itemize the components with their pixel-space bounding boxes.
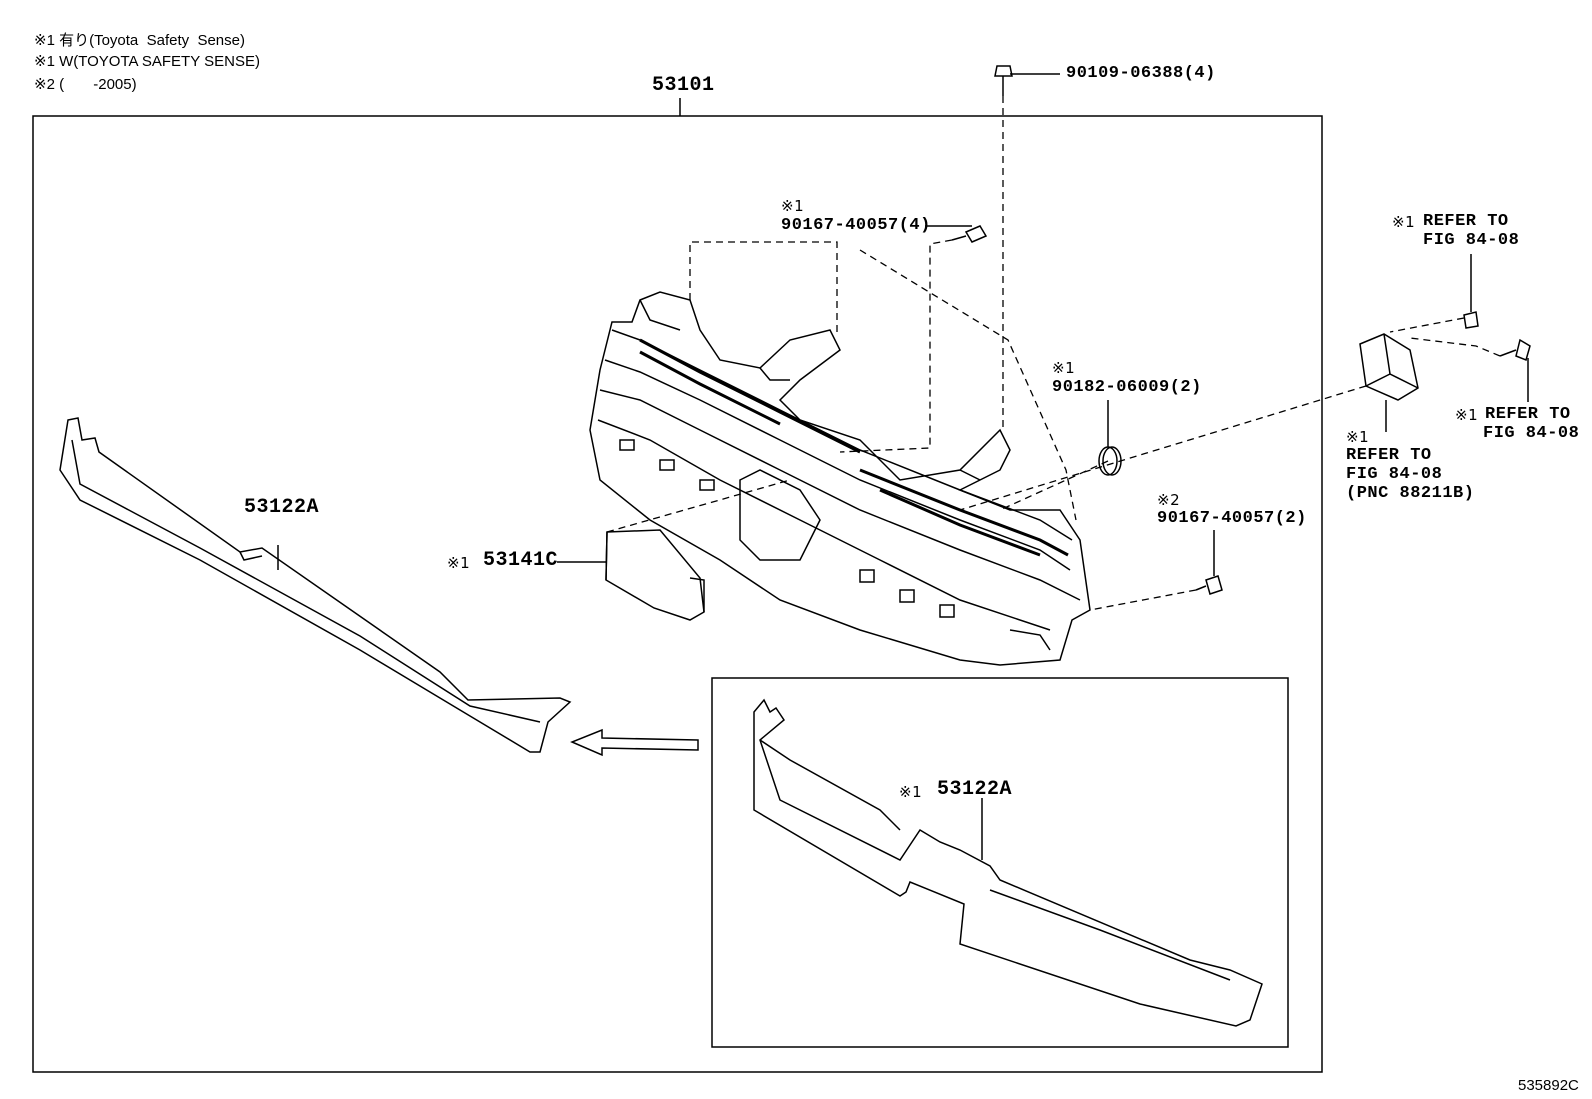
refer-right-mark: ※1: [1455, 406, 1479, 424]
refer-right-line2: FIG 84-08: [1483, 424, 1580, 443]
part-mark-screw-upper: ※1: [781, 197, 805, 215]
inset-arrow: [570, 728, 699, 757]
note-year-range: ※2 ( -2005): [34, 76, 137, 93]
refer-top-mark: ※1: [1392, 213, 1416, 231]
part-label-53101: 53101: [652, 74, 715, 97]
note-safety-sense-en: ※1 W(TOYOTA SAFETY SENSE): [34, 53, 260, 70]
part-label-clip: 90182-06009(2): [1052, 378, 1202, 397]
refer-sensor-line2: FIG 84-08: [1346, 465, 1443, 484]
molding-main-shape: [59, 417, 572, 753]
inset-frame: [711, 677, 1289, 1048]
screw-lower-shape: [1195, 530, 1223, 595]
part-mark-screw-lower: ※2: [1157, 491, 1181, 509]
part-label-emblem: 53141C: [483, 549, 559, 572]
refer-top-line2: FIG 84-08: [1423, 231, 1520, 250]
grille-stripes: [639, 338, 1069, 557]
part-label-bolt-top: 90109-06388(4): [1066, 64, 1216, 83]
molding-inset-shape: [753, 698, 1263, 1027]
refer-right-line1: REFER TO: [1485, 405, 1571, 424]
sensor-screw-right-shape: [1499, 338, 1531, 402]
refer-sensor-line3: (PNC 88211B): [1346, 484, 1475, 503]
part-label-molding-main: 53122A: [244, 496, 320, 519]
part-mark-molding-inset: ※1: [899, 783, 923, 801]
part-mark-clip: ※1: [1052, 359, 1076, 377]
part-label-screw-lower: 90167-40057(2): [1157, 509, 1307, 528]
refer-sensor-mark: ※1: [1346, 428, 1370, 446]
part-mark-emblem: ※1: [447, 554, 471, 572]
bolt-top-shape: [994, 65, 1060, 96]
sensor-shape: [1359, 333, 1419, 432]
screw-upper-shape: [925, 225, 988, 243]
note-safety-sense-jp: ※1 有り(Toyota Safety Sense): [34, 32, 245, 49]
part-label-molding-inset: 53122A: [937, 778, 1013, 801]
clip-shape: [1098, 400, 1122, 476]
grille-assembly-shape: [589, 291, 1091, 666]
document-id: 535892C: [1518, 1077, 1579, 1094]
assembly-frame: [32, 115, 1323, 1073]
part-label-screw-upper: 90167-40057(4): [781, 216, 931, 235]
sensor-screw-top-shape: [1463, 254, 1479, 329]
emblem-shape: [557, 529, 705, 621]
refer-top-line1: REFER TO: [1423, 212, 1509, 231]
refer-sensor-line1: REFER TO: [1346, 446, 1432, 465]
